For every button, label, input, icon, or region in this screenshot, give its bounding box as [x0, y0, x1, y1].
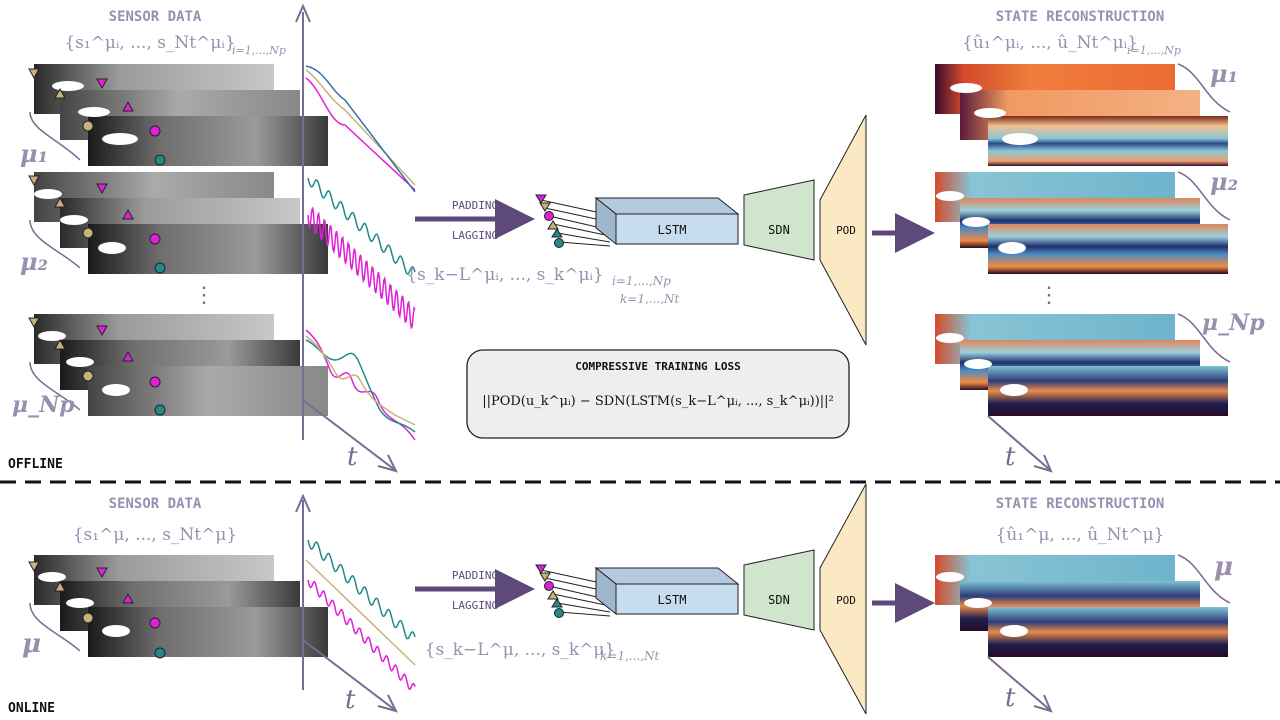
online-state-time-label: t — [1005, 683, 1016, 713]
state-snapshot-group-mu2 — [935, 172, 1228, 274]
online-lstm-label: LSTM — [658, 593, 687, 607]
online-pod-block[interactable]: POD — [819, 483, 867, 715]
online-sdn-block[interactable]: SDN — [743, 549, 815, 631]
offline-mu-label-np: μ_Np — [12, 392, 75, 418]
offline-lstm-label: LSTM — [658, 223, 687, 237]
offline-state-mu-label-np: μ_Np — [1202, 310, 1265, 336]
offline-time-label: t — [347, 442, 358, 472]
offline-vertical-dots: ⋮ — [193, 283, 215, 308]
offline-signal-traces-mu1 — [305, 65, 416, 193]
online-lagging-label: LAGGING — [452, 599, 498, 612]
online-time-label: t — [345, 685, 356, 715]
offline-state-time-label: t — [1005, 442, 1016, 472]
offline-state-set-sub: i=1,...,Np — [1127, 44, 1181, 57]
state-snapshot-group-mu1 — [935, 64, 1228, 166]
sensor-snapshot-group-mu1 — [28, 64, 328, 166]
online-time-axis-arrowhead — [377, 694, 398, 713]
offline-state-mu-label-2: μ₂ — [1210, 167, 1238, 196]
sensor-snapshot-group-muNp — [28, 314, 328, 416]
offline-window-sub1: i=1,...,Np — [612, 274, 671, 288]
online-padding-label: PADDING — [452, 569, 498, 582]
online-phase-label: ONLINE — [8, 701, 55, 716]
online-state-title: STATE RECONSTRUCTION — [996, 496, 1165, 512]
online-state-mu-label: μ — [1214, 552, 1233, 582]
offline-window-sub2: k=1,...,Nt — [620, 292, 680, 306]
offline-state-vertical-dots: ⋮ — [1038, 283, 1060, 308]
offline-sensor-fan — [535, 194, 611, 248]
online-sensor-title: SENSOR DATA — [109, 496, 202, 512]
online-window-set: {s_k−L^μ, ..., s_k^μ} — [425, 640, 616, 660]
offline-state-time-axis — [987, 415, 1051, 471]
online-mu-label: μ — [22, 629, 41, 659]
online-state-time-axis — [987, 656, 1051, 711]
offline-sensor-set: {s₁^μᵢ, ..., s_Nt^μᵢ} — [64, 33, 235, 53]
online-sensor-set: {s₁^μ, ..., s_Nt^μ} — [73, 525, 238, 545]
offline-time-axis-arrowhead — [377, 454, 398, 473]
offline-sdn-label: SDN — [768, 223, 790, 237]
sensor-snapshot-group-mu2 — [28, 172, 328, 274]
offline-time-axis-diagonal — [302, 399, 396, 471]
offline-mu-label-2: μ₂ — [20, 247, 48, 276]
online-time-axis-arrowhead-up — [295, 493, 311, 513]
state-snapshot-group-muNp — [935, 314, 1228, 416]
offline-state-time-arrowhead — [1033, 454, 1053, 473]
loss-title: COMPRESSIVE TRAINING LOSS — [575, 360, 741, 373]
online-sdn-label: SDN — [768, 593, 790, 607]
online-window-sub: k=1,...,Nt — [600, 649, 660, 663]
online-state-set: {û₁^μ, ..., û_Nt^μ} — [996, 525, 1165, 545]
online-signal-traces — [305, 539, 416, 691]
online-state-snapshot-group — [935, 555, 1228, 657]
offline-padding-label: PADDING — [452, 199, 498, 212]
offline-state-title: STATE RECONSTRUCTION — [996, 9, 1165, 25]
online-pod-label: POD — [836, 594, 856, 607]
offline-state-mu-label-1: μ₁ — [1210, 59, 1238, 88]
online-sensor-fan — [535, 564, 611, 618]
offline-signal-traces-muNp — [305, 329, 416, 441]
compressive-loss-box: COMPRESSIVE TRAINING LOSS ||POD(u_k^μᵢ) … — [466, 349, 850, 439]
offline-lagging-label: LAGGING — [452, 229, 498, 242]
online-lstm-block[interactable]: LSTM — [594, 566, 740, 616]
online-time-axis-diagonal — [302, 639, 396, 711]
offline-state-set: {û₁^μᵢ, ..., û_Nt^μᵢ} — [962, 33, 1138, 53]
offline-window-set: {s_k−L^μᵢ, ..., s_k^μᵢ} — [406, 265, 603, 285]
offline-time-axis-arrowhead-up — [295, 3, 311, 23]
offline-pod-label: POD — [836, 224, 856, 237]
offline-mu-label-1: μ₁ — [20, 139, 48, 168]
online-sensor-snapshot-group — [28, 555, 328, 659]
offline-sensor-title: SENSOR DATA — [109, 9, 202, 25]
offline-phase-label: OFFLINE — [8, 457, 63, 472]
offline-lstm-block[interactable]: LSTM — [594, 196, 740, 246]
offline-sdn-block[interactable]: SDN — [743, 179, 815, 261]
loss-formula: ||POD(u_k^μᵢ) − SDN(LSTM(s_k−L^μᵢ, ..., … — [482, 394, 834, 409]
offline-pod-block[interactable]: POD — [819, 114, 867, 346]
online-state-time-arrowhead — [1033, 694, 1053, 713]
offline-signal-traces-mu2 — [307, 177, 416, 329]
offline-sensor-set-sub: i=1,...,Np — [232, 44, 286, 57]
